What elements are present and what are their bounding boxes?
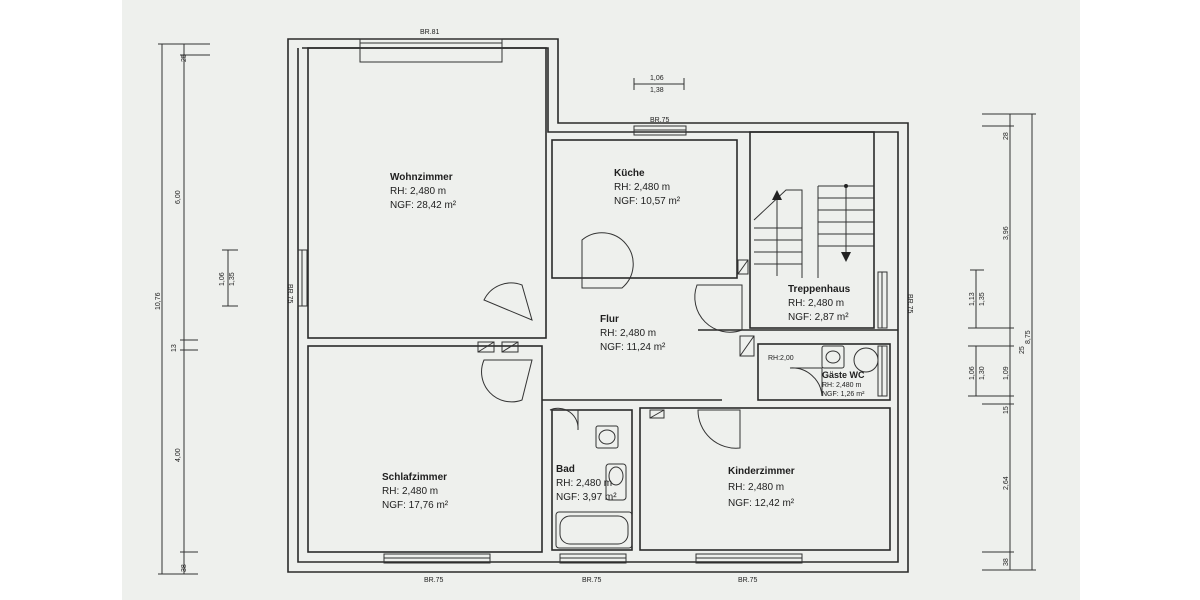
dimension-label: 3,96 bbox=[1003, 226, 1010, 240]
room-name: Flur bbox=[600, 314, 619, 325]
room-name: Bad bbox=[556, 464, 575, 475]
dimension-label: 1,06 bbox=[969, 366, 976, 380]
room-name: Schlafzimmer bbox=[382, 472, 447, 483]
dimension-label: 4,00 bbox=[175, 448, 182, 462]
window-label: BR.75 bbox=[906, 294, 913, 314]
room-height: RH: 2,480 m bbox=[382, 486, 438, 497]
dimension-label: 8,75 bbox=[1025, 330, 1032, 344]
dimension-label: 38 bbox=[1003, 558, 1010, 566]
dimension-label: 38 bbox=[181, 564, 188, 572]
room-area: NGF: 17,76 m² bbox=[382, 500, 449, 511]
room-height: RH: 2,480 m bbox=[556, 478, 612, 489]
dimension-label: 6,00 bbox=[175, 190, 182, 204]
window-height-label: RH:2,00 bbox=[768, 355, 794, 362]
window-label: BR.75 bbox=[286, 284, 293, 304]
room-flur: Flur RH: 2,480 m NGF: 11,24 m² bbox=[600, 314, 666, 353]
interior-walls bbox=[307, 47, 898, 553]
room-area: NGF: 11,24 m² bbox=[600, 342, 666, 353]
room-gaeste-wc: RH:2,00 Gäste WC RH: 2,480 m NGF: 1,26 m… bbox=[768, 355, 865, 398]
room-bad: Bad RH: 2,480 m NGF: 3,97 m² bbox=[556, 464, 617, 503]
dimension-label: 1,09 bbox=[1003, 366, 1010, 380]
dimension-label: 1,06 bbox=[650, 75, 664, 82]
room-name: Küche bbox=[614, 168, 645, 179]
window-label: BR.75 bbox=[650, 117, 670, 124]
room-area: NGF: 3,97 m² bbox=[556, 492, 617, 503]
doors bbox=[481, 232, 823, 449]
floor-plan: Wohnzimmer RH: 2,480 m NGF: 28,42 m² Küc… bbox=[155, 29, 1036, 584]
room-height: RH: 2,480 m bbox=[822, 382, 861, 389]
room-height: RH: 2,480 m bbox=[390, 186, 446, 197]
window-label: BR.75 bbox=[424, 577, 444, 584]
window-label: BR.75 bbox=[738, 577, 758, 584]
dimension-label: 1,38 bbox=[650, 87, 664, 94]
room-treppenhaus: Treppenhaus RH: 2,480 m NGF: 2,87 m² bbox=[788, 284, 851, 323]
dimension-labels: 10,76 6,00 4,00 25 13 38 1,06 1,35 1,06 … bbox=[155, 54, 1032, 572]
room-name: Kinderzimmer bbox=[728, 466, 795, 477]
dimension-label: 1,13 bbox=[969, 292, 976, 306]
room-kueche: Küche RH: 2,480 m NGF: 10,57 m² bbox=[614, 168, 681, 207]
outer-walls bbox=[287, 38, 909, 573]
room-area: NGF: 10,57 m² bbox=[614, 196, 681, 207]
dimension-label: 10,76 bbox=[155, 292, 162, 310]
drawing-sheet: Wohnzimmer RH: 2,480 m NGF: 28,42 m² Küc… bbox=[122, 0, 1080, 600]
window-label: BR.75 bbox=[582, 577, 602, 584]
room-area: NGF: 12,42 m² bbox=[728, 498, 795, 509]
dimension-label: 1,35 bbox=[229, 272, 236, 286]
room-kinderzimmer: Kinderzimmer RH: 2,480 m NGF: 12,42 m² bbox=[728, 466, 795, 509]
room-name: Treppenhaus bbox=[788, 284, 851, 295]
window-label: BR.81 bbox=[420, 29, 440, 36]
staircase bbox=[753, 184, 874, 278]
room-area: NGF: 1,26 m² bbox=[822, 391, 865, 398]
dimension-label: 25 bbox=[1019, 346, 1026, 354]
room-name: Wohnzimmer bbox=[390, 172, 453, 183]
dimension-label: 1,06 bbox=[219, 272, 226, 286]
windows bbox=[297, 38, 888, 564]
dimension-label: 25 bbox=[181, 54, 188, 62]
dimension-label: 15 bbox=[1003, 406, 1010, 414]
room-height: RH: 2,480 m bbox=[728, 482, 784, 493]
dimension-label: 1,30 bbox=[979, 366, 986, 380]
room-height: RH: 2,480 m bbox=[600, 328, 656, 339]
shafts bbox=[477, 259, 755, 419]
dimension-label: 2,64 bbox=[1003, 476, 1010, 490]
dimension-label: 1,35 bbox=[979, 292, 986, 306]
dimension-label: 28 bbox=[1003, 132, 1010, 140]
room-name: Gäste WC bbox=[822, 370, 865, 380]
room-height: RH: 2,480 m bbox=[788, 298, 844, 309]
fixtures bbox=[555, 345, 879, 549]
room-area: NGF: 2,87 m² bbox=[788, 312, 849, 323]
room-height: RH: 2,480 m bbox=[614, 182, 670, 193]
room-area: NGF: 28,42 m² bbox=[390, 200, 457, 211]
room-schlafzimmer: Schlafzimmer RH: 2,480 m NGF: 17,76 m² bbox=[382, 472, 449, 511]
window-labels: BR.81 BR.75 BR.75 BR.75 BR.75 BR.75 BR.7… bbox=[286, 29, 913, 584]
dimension-lines bbox=[158, 43, 1036, 575]
dimension-label: 13 bbox=[171, 344, 178, 352]
room-wohnzimmer: Wohnzimmer RH: 2,480 m NGF: 28,42 m² bbox=[390, 172, 457, 211]
